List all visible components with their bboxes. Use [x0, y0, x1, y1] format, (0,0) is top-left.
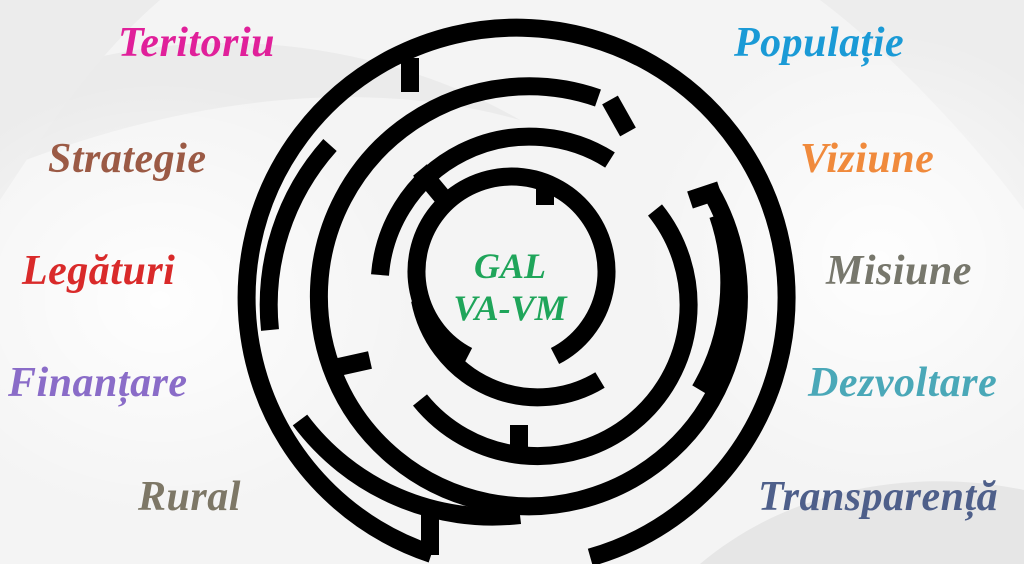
maze-spoke [690, 190, 720, 200]
word-misiune: Misiune [826, 250, 972, 292]
maze-spoke [610, 100, 628, 132]
word-strategie: Strategie [48, 138, 207, 180]
word-finantare: Finanțare [8, 362, 188, 404]
center-label-line1: GAL [435, 245, 585, 287]
word-viziune: Viziune [800, 138, 934, 180]
word-legaturi: Legături [22, 250, 175, 292]
word-dezvoltare: Dezvoltare [808, 362, 997, 404]
center-label-line2: VA-VM [435, 287, 585, 329]
center-label: GAL VA-VM [435, 245, 585, 329]
maze-spoke [325, 360, 370, 370]
word-rural: Rural [138, 476, 241, 518]
